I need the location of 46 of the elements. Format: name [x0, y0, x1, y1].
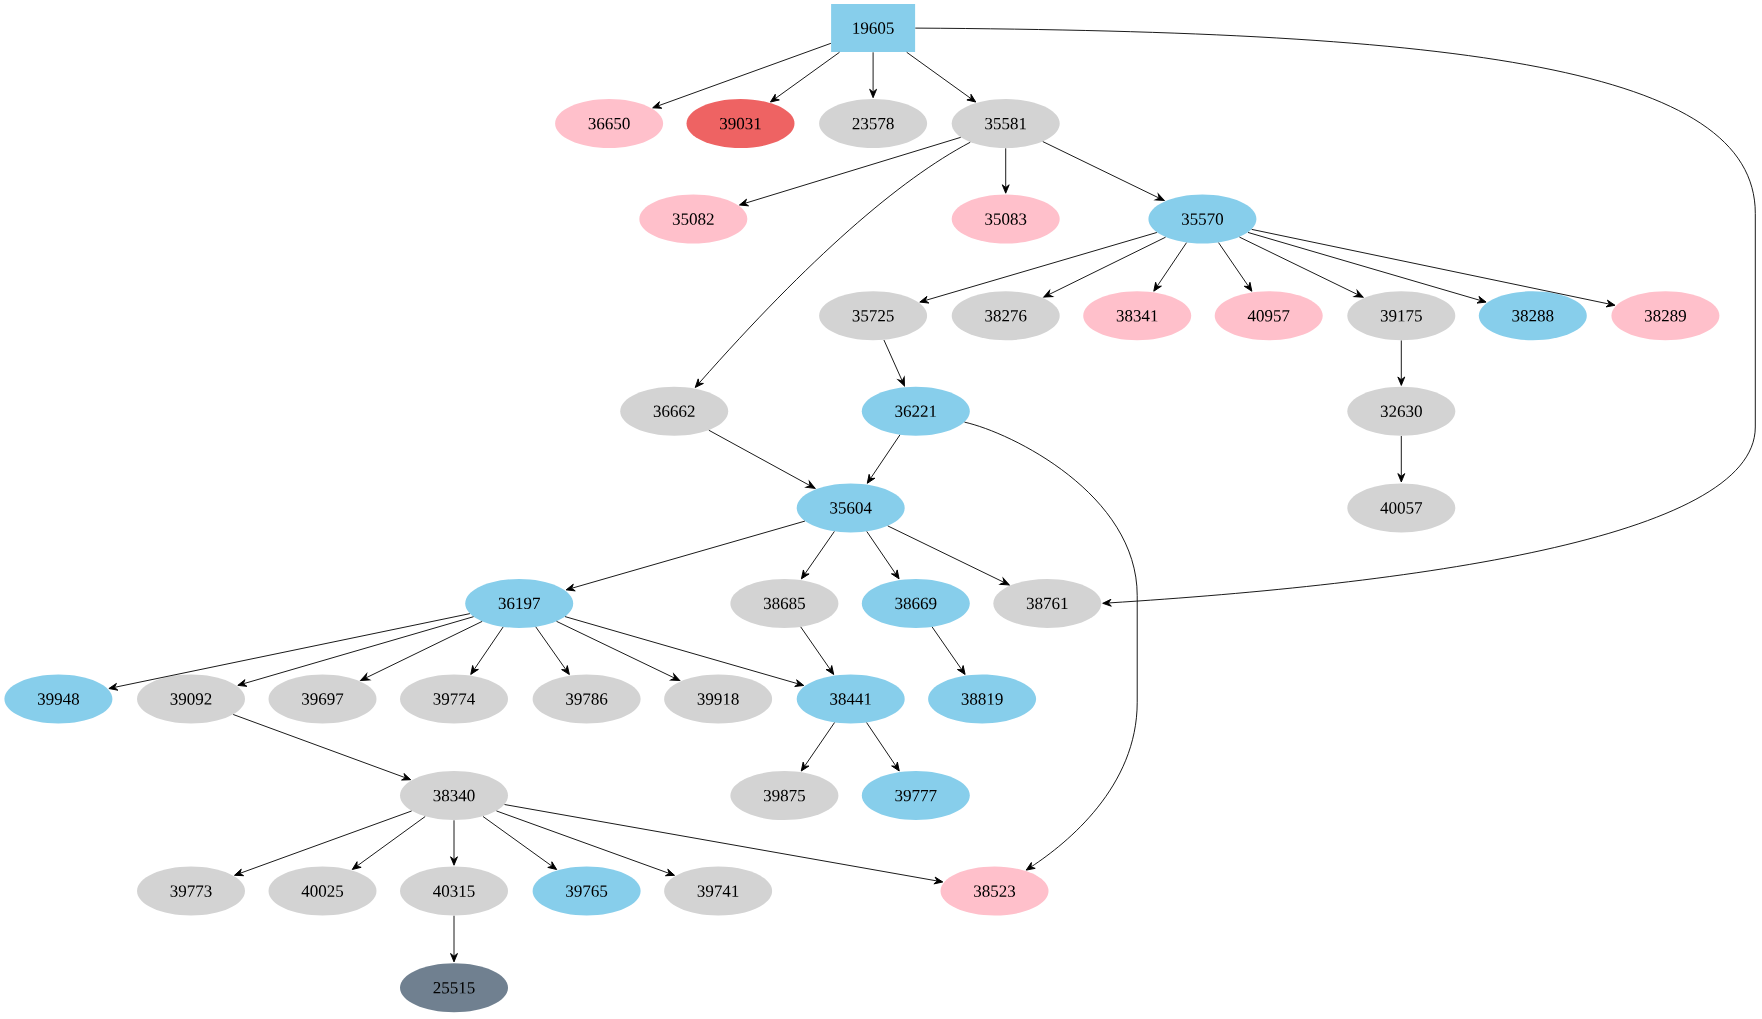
arrow [360, 620, 483, 681]
arrow [906, 51, 977, 103]
node-box: 19605 [831, 4, 916, 53]
arrow [801, 531, 835, 580]
arrow [1042, 141, 1165, 201]
arrow [919, 232, 1158, 304]
arrow [866, 531, 900, 580]
arrow [351, 816, 426, 870]
arrow [1153, 242, 1187, 292]
arrow [1247, 232, 1487, 304]
arrow [887, 525, 1010, 586]
arrow [482, 816, 558, 870]
arrow [866, 434, 901, 484]
arrow [1397, 340, 1406, 386]
arrow [739, 136, 962, 207]
arrow [556, 620, 681, 681]
arrow [800, 626, 835, 675]
arrow [470, 626, 504, 675]
arrow [232, 714, 412, 781]
arrow [1397, 435, 1406, 483]
arrow [237, 616, 474, 687]
arrow [1043, 236, 1166, 298]
arrow [234, 810, 413, 877]
arrow [869, 51, 878, 99]
arrow [108, 613, 471, 691]
arrow [914, 27, 1756, 607]
arrow [1218, 242, 1253, 292]
arrow [535, 626, 570, 675]
arrow [883, 339, 905, 387]
arrow [504, 804, 944, 885]
arrow [866, 722, 900, 772]
arrow [1001, 147, 1010, 194]
arrow [496, 810, 675, 877]
arrow [931, 626, 966, 675]
arrow [708, 429, 816, 489]
arrow [1251, 228, 1616, 308]
arrow [800, 722, 835, 772]
arrow [964, 421, 1138, 871]
arrow [450, 915, 458, 963]
arrow [564, 616, 805, 687]
arrow [694, 141, 971, 388]
arrow [652, 42, 832, 109]
arrow [450, 819, 458, 866]
arrow [770, 51, 840, 103]
arrow [565, 520, 806, 592]
arrow [1239, 236, 1364, 298]
